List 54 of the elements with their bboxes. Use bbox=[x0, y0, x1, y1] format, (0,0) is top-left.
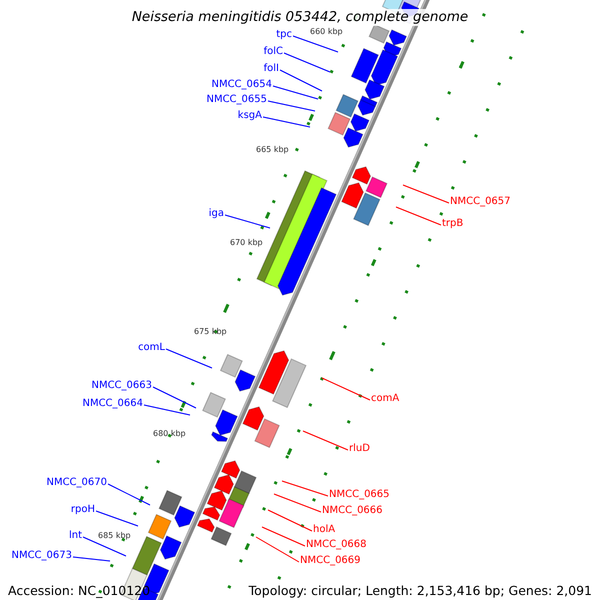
leader-line bbox=[108, 484, 150, 506]
leader-line bbox=[256, 536, 300, 562]
leader-line bbox=[302, 430, 348, 450]
leader-line bbox=[152, 386, 196, 408]
gene-label: NMCC_0657 bbox=[450, 196, 511, 208]
gene-label: tpc bbox=[276, 29, 292, 41]
gene-label: NMCC_0664 bbox=[82, 398, 143, 410]
gene-label: holA bbox=[313, 524, 336, 536]
gene-label: NMCC_0666 bbox=[322, 505, 383, 517]
leader-line bbox=[280, 70, 322, 92]
leader-line bbox=[72, 556, 110, 562]
gene-label: NMCC_0663 bbox=[91, 380, 152, 392]
leader-line bbox=[224, 214, 270, 228]
gene-label: folC bbox=[264, 46, 283, 58]
leader-line bbox=[262, 526, 306, 546]
scale-label: 680 kbp bbox=[153, 429, 186, 439]
leader-line bbox=[274, 494, 322, 512]
gene-label: NMCC_0655 bbox=[206, 94, 267, 106]
leader-line bbox=[268, 510, 312, 532]
gene-label: NMCC_0673 bbox=[11, 550, 72, 562]
map-title: Neisseria meningitidis 053442, complete genome bbox=[130, 9, 470, 26]
scale-label: 660 kbp bbox=[310, 27, 343, 37]
gene-label: ksgA bbox=[238, 110, 262, 122]
scale-label: 665 kbp bbox=[256, 145, 289, 155]
gene-label: NMCC_0669 bbox=[300, 555, 361, 567]
leader-line bbox=[322, 378, 370, 400]
leader-line bbox=[268, 100, 316, 112]
scale-label: 685 kbp bbox=[98, 531, 131, 541]
leader-line bbox=[166, 348, 212, 368]
leader-line bbox=[82, 536, 126, 556]
leader-line bbox=[282, 480, 328, 496]
leader-line bbox=[402, 184, 450, 204]
scale-label: 670 kbp bbox=[230, 238, 263, 248]
gene-label: comL bbox=[138, 342, 165, 354]
gene-label: NMCC_0670 bbox=[46, 477, 107, 489]
gene-label: NMCC_0668 bbox=[306, 539, 367, 551]
leader-line bbox=[262, 116, 310, 128]
scale-label: 675 kbp bbox=[194, 327, 227, 337]
gene-label: iga bbox=[208, 208, 224, 220]
gene-label: trpB bbox=[442, 218, 464, 230]
leader-line bbox=[272, 86, 318, 100]
leader-line bbox=[284, 52, 330, 72]
gene-label: lnt bbox=[68, 530, 82, 542]
gene-label: rpoH bbox=[70, 504, 95, 516]
leader-line bbox=[292, 36, 338, 52]
gene-label: rluD bbox=[349, 443, 370, 455]
gene-label: NMCC_0665 bbox=[329, 489, 390, 501]
leader-line bbox=[396, 206, 442, 226]
gene-label: folI bbox=[264, 63, 279, 75]
leader-line bbox=[144, 404, 190, 416]
leader-line bbox=[96, 510, 138, 526]
gene-label: NMCC_0654 bbox=[211, 79, 272, 91]
footer-text: Topology: circular; Length: 2,153,416 bp; Genes: 2,091 bbox=[248, 583, 592, 598]
gene-label: comA bbox=[371, 393, 400, 405]
